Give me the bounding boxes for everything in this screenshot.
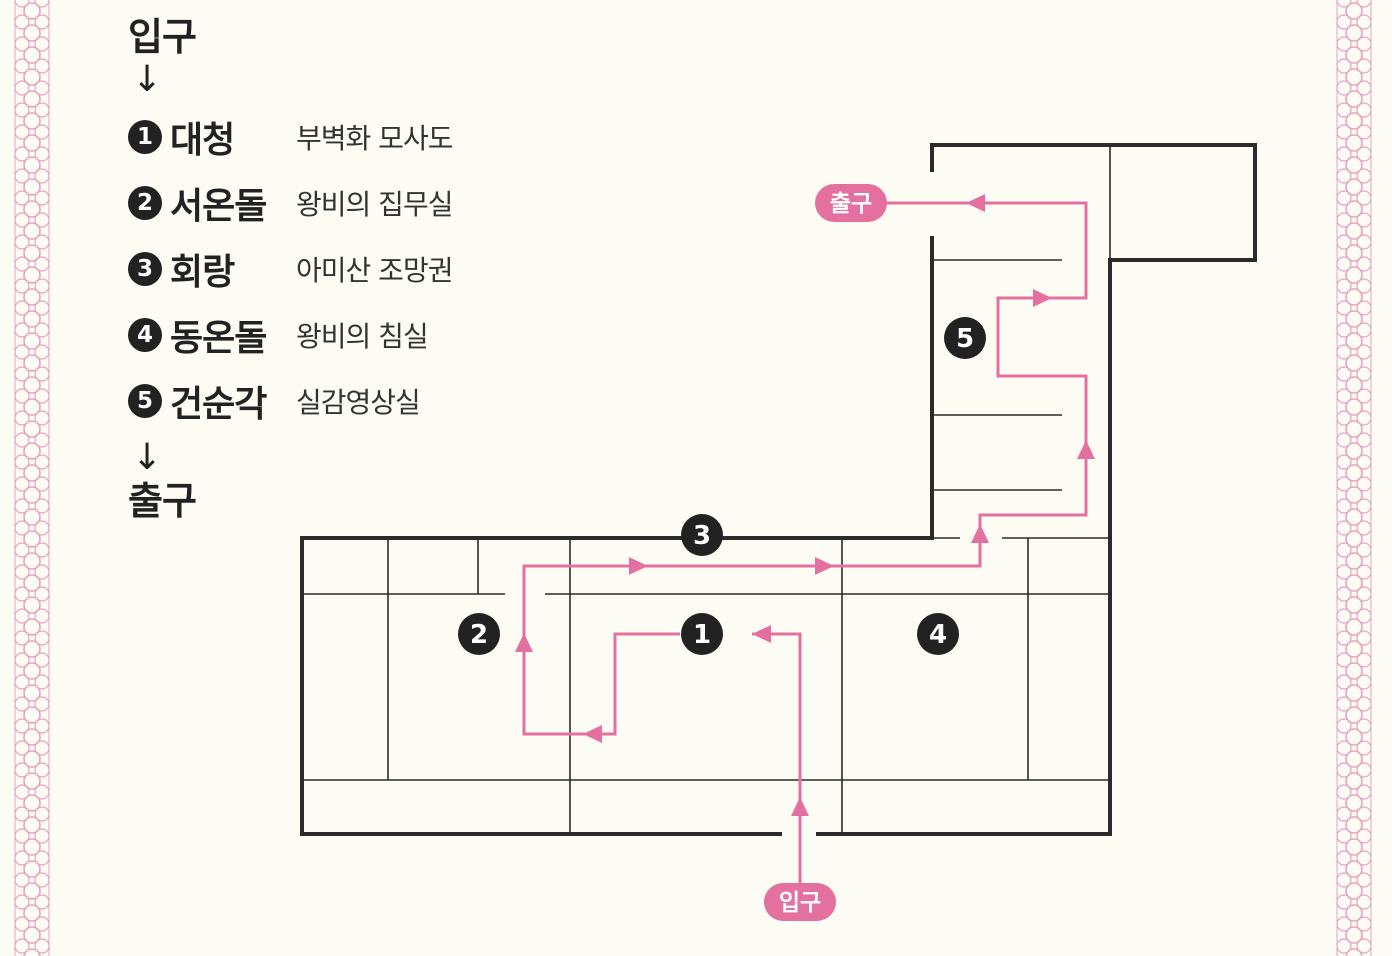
interior-partitions xyxy=(302,145,1111,834)
legend-item-2: 2 서온돌 왕비의 집무실 xyxy=(128,170,548,236)
room-marker-number: 4 xyxy=(929,620,947,650)
legend-item-1: 1 대청 부벽화 모사도 xyxy=(128,104,548,170)
legend-item-3: 3 회랑 아미산 조망권 xyxy=(128,236,548,302)
legend-room-name: 건순각 xyxy=(170,384,267,425)
room-marker-number: 3 xyxy=(693,521,711,551)
legend-room-name: 서온돌 xyxy=(170,186,267,227)
legend-down-arrow-icon: ↓ xyxy=(132,437,163,478)
building-walls xyxy=(300,143,1257,836)
legend-number-badge: 5 xyxy=(128,384,162,418)
room-marker-3: 3 xyxy=(681,514,723,556)
decorative-border-left xyxy=(14,0,50,956)
legend-item-4: 4 동온돌 왕비의 침실 xyxy=(128,302,548,368)
route-direction-arrow-icons xyxy=(515,194,1095,816)
legend-down-arrow-icon: ↓ xyxy=(132,59,163,100)
legend-number-badge: 1 xyxy=(128,120,162,154)
legend-start-label: 입구 xyxy=(128,15,197,59)
entrance-tag: 입구 xyxy=(764,883,836,921)
legend-room-description: 왕비의 침실 xyxy=(296,320,429,353)
legend-room-name: 대청 xyxy=(170,120,235,161)
room-marker-2: 2 xyxy=(458,613,500,655)
room-marker-4: 4 xyxy=(917,613,959,655)
legend-room-description: 아미산 조망권 xyxy=(296,254,453,287)
legend-number-badge: 4 xyxy=(128,318,162,352)
room-marker-number: 2 xyxy=(470,620,488,650)
route-legend: 입구 ↓ 1 대청 부벽화 모사도 2 서온돌 왕비의 집무실 3 회랑 아미산… xyxy=(128,14,548,524)
legend-room-name: 동온돌 xyxy=(170,318,267,359)
legend-item-5: 5 건순각 실감영상실 xyxy=(128,368,548,434)
decorative-border-right xyxy=(1336,0,1372,956)
legend-number-badge: 2 xyxy=(128,186,162,220)
legend-room-name: 회랑 xyxy=(170,252,235,293)
room-marker-number: 1 xyxy=(693,620,711,650)
room-marker-number: 5 xyxy=(956,324,974,354)
legend-number-badge: 3 xyxy=(128,252,162,286)
legend-room-description: 실감영상실 xyxy=(296,386,421,419)
tour-route xyxy=(522,201,1088,890)
exit-tag-label: 출구 xyxy=(830,191,872,217)
legend-room-description: 왕비의 집무실 xyxy=(296,188,453,221)
legend-exit-label: 출구 xyxy=(128,479,197,523)
room-marker-1: 1 xyxy=(681,613,723,655)
legend-room-description: 부벽화 모사도 xyxy=(296,122,453,155)
entrance-tag-label: 입구 xyxy=(779,890,821,916)
room-marker-5: 5 xyxy=(944,317,986,359)
exit-tag: 출구 xyxy=(815,184,887,222)
